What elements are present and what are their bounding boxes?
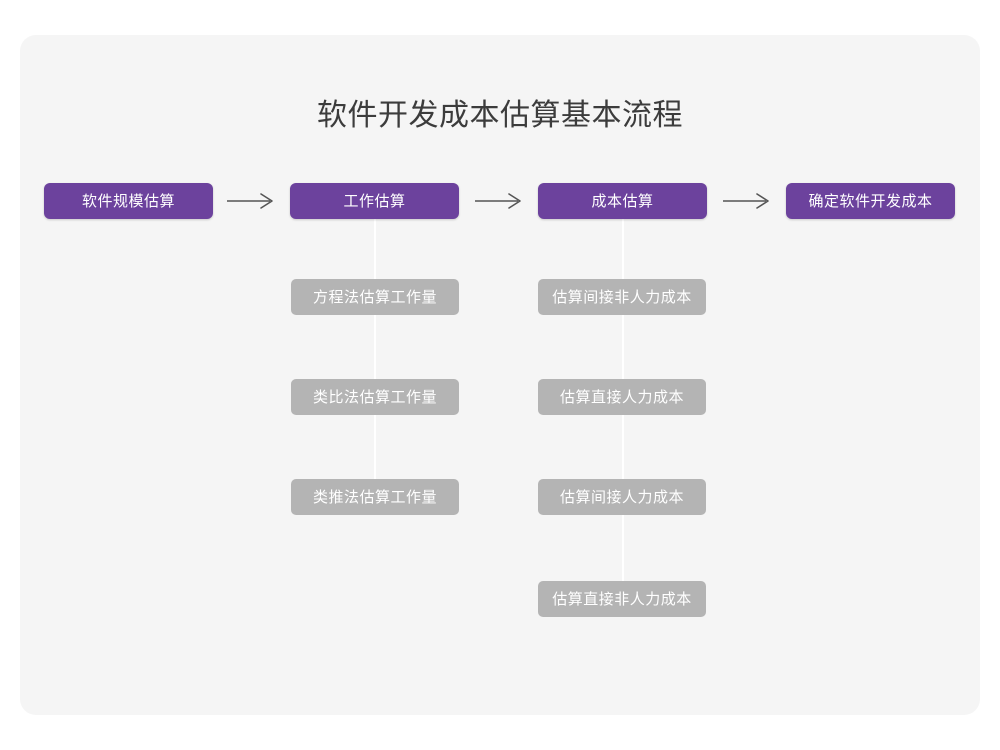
arrow-stage1-to-stage2	[226, 190, 280, 212]
arrow-stage2-to-stage3	[474, 190, 528, 212]
substep-node-indirect-non-labor-cost[interactable]: 估算间接非人力成本	[538, 279, 706, 315]
substep-node-direct-labor-cost[interactable]: 估算直接人力成本	[538, 379, 706, 415]
stage-node-cost-estimation[interactable]: 成本估算	[538, 183, 707, 219]
substep-node-inference-method-workload[interactable]: 类推法估算工作量	[291, 479, 459, 515]
content-card	[20, 35, 980, 715]
page-title: 软件开发成本估算基本流程	[317, 98, 683, 133]
stage-node-determine-development-cost[interactable]: 确定软件开发成本	[786, 183, 955, 219]
substep-node-direct-non-labor-cost[interactable]: 估算直接非人力成本	[538, 581, 706, 617]
stage-node-software-scale-estimation[interactable]: 软件规模估算	[44, 183, 213, 219]
substep-node-indirect-labor-cost[interactable]: 估算间接人力成本	[538, 479, 706, 515]
stage-node-work-estimation[interactable]: 工作估算	[290, 183, 459, 219]
arrow-stage3-to-stage4	[722, 190, 776, 212]
connector-stage2-trunk	[374, 219, 376, 497]
substep-node-analogy-method-workload[interactable]: 类比法估算工作量	[291, 379, 459, 415]
substep-node-equation-method-workload[interactable]: 方程法估算工作量	[291, 279, 459, 315]
